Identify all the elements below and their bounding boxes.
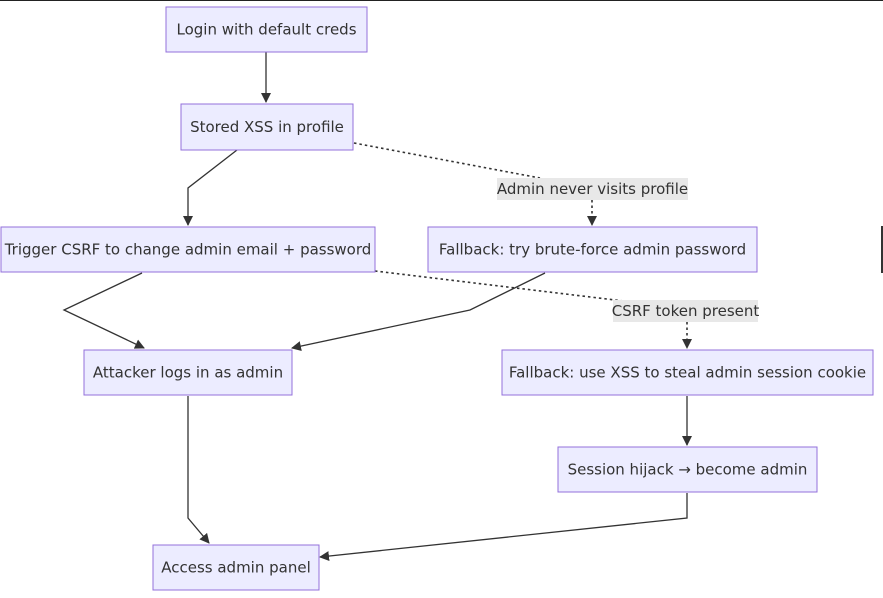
- node-trigger-csrf-label: Trigger CSRF to change admin email + pas…: [4, 241, 372, 259]
- node-trigger-csrf: Trigger CSRF to change admin email + pas…: [0, 226, 376, 273]
- edge-label-csrf-token-present-text: CSRF token present: [612, 302, 760, 320]
- node-session-hijack: Session hijack → become admin: [557, 446, 818, 493]
- node-session-hijack-label: Session hijack → become admin: [568, 461, 808, 479]
- edge-label-admin-never-visits: Admin never visits profile: [497, 178, 688, 200]
- node-login-default-creds-label: Login with default creds: [176, 21, 356, 39]
- edge-stored-xss-to-trigger-csrf: [183, 149, 238, 226]
- node-fallback-xss-cookie-label: Fallback: use XSS to steal admin session…: [509, 364, 866, 382]
- node-stored-xss-label: Stored XSS in profile: [190, 118, 344, 136]
- edge-attacker-logs-in-to-access-admin: [187, 396, 210, 544]
- edge-session-hijack-to-access-admin: [319, 493, 688, 562]
- edge-fallback-bruteforce-to-attacker-logs-in: [291, 272, 546, 352]
- node-fallback-bruteforce: Fallback: try brute-force admin password: [427, 226, 758, 273]
- node-access-admin-panel: Access admin panel: [152, 544, 320, 591]
- node-stored-xss: Stored XSS in profile: [180, 103, 354, 151]
- edges: [62, 52, 692, 562]
- node-fallback-bruteforce-label: Fallback: try brute-force admin password: [439, 241, 746, 259]
- node-access-admin-panel-label: Access admin panel: [161, 559, 311, 577]
- edge-stored-xss-to-fallback-bruteforce: [353, 142, 541, 179]
- node-attacker-logs-in: Attacker logs in as admin: [83, 349, 293, 396]
- node-login-default-creds: Login with default creds: [165, 6, 368, 53]
- top-border-line: [0, 0, 883, 1]
- edge-label-csrf-token-present: CSRF token present: [612, 300, 760, 322]
- node-fallback-xss-cookie: Fallback: use XSS to steal admin session…: [501, 349, 874, 396]
- right-edge-marker: [881, 226, 883, 273]
- node-attacker-logs-in-label: Attacker logs in as admin: [93, 364, 283, 382]
- edge-trigger-csrf-to-attacker-logs-in: [62, 272, 145, 349]
- edge-label-admin-never-visits-text: Admin never visits profile: [497, 180, 688, 198]
- edge-trigger-csrf-to-fallback-xss-cookie: [374, 270, 641, 304]
